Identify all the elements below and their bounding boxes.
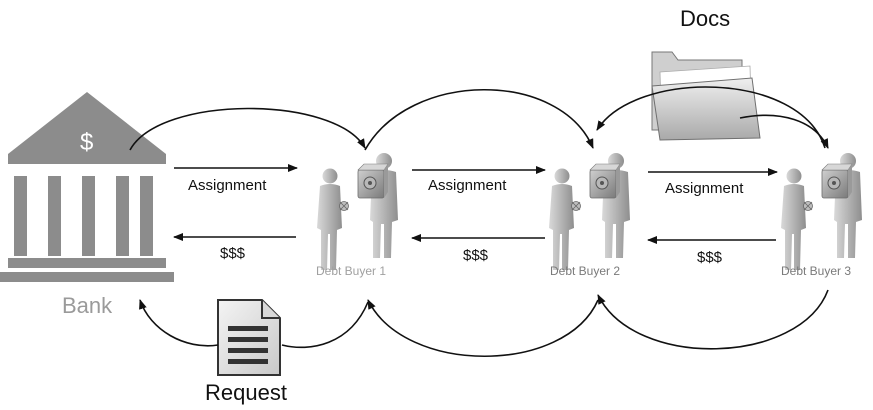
assignment-label-2: Assignment: [428, 177, 507, 194]
debt-buyer-1-label: Debt Buyer 1: [316, 264, 387, 278]
docs-arc-2: [364, 89, 594, 151]
request-arc-3: [281, 301, 369, 349]
payment-label-2: $$$: [463, 247, 489, 264]
debt-buyer-2-label: Debt Buyer 2: [550, 264, 621, 278]
debt-buyer-1-figures: [316, 152, 399, 271]
request-arc-2: [367, 299, 599, 357]
docs-arc-1: [129, 107, 366, 151]
payment-label-3: $$$: [697, 249, 723, 266]
assignment-label-1: Assignment: [188, 177, 267, 194]
document-icon: [217, 299, 281, 376]
debt-buyer-2-figures: [548, 152, 631, 271]
payment-label-1: $$$: [220, 245, 246, 262]
bank-dollar-symbol: $: [80, 129, 94, 156]
docs-arc-3: [596, 86, 826, 149]
folder-icon: [651, 51, 761, 141]
bank-building-icon: [0, 92, 174, 282]
request-arc-1: [597, 289, 829, 350]
debt-buyer-3-figures: [780, 152, 863, 271]
assignment-label-3: Assignment: [665, 180, 744, 197]
request-label: Request: [205, 380, 287, 405]
docs-label: Docs: [680, 6, 731, 31]
bank-label: Bank: [62, 293, 113, 318]
debt-buyer-3-label: Debt Buyer 3: [781, 264, 852, 278]
request-arc-4: [139, 299, 219, 347]
docs-arc-4: [739, 114, 829, 149]
